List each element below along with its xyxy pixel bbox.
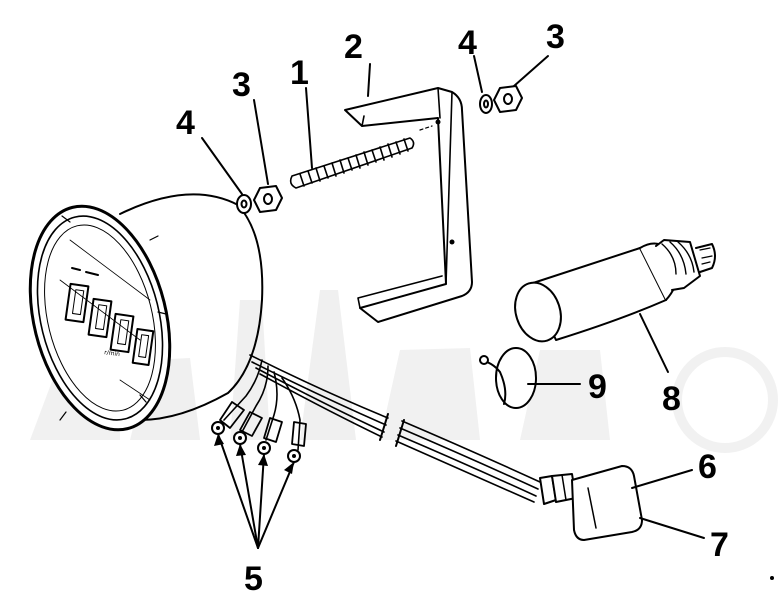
nut-right <box>493 85 523 113</box>
tachometer-gauge <box>28 193 264 432</box>
callout-9: 9 <box>588 368 607 406</box>
callout-7: 7 <box>710 526 729 564</box>
callout-5: 5 <box>244 560 263 598</box>
threaded-stud <box>289 125 433 189</box>
corner-mark <box>770 576 774 580</box>
terminal-leads <box>211 359 307 463</box>
callout-4-left: 4 <box>176 104 195 142</box>
callout-2: 2 <box>344 28 363 66</box>
washer-left <box>236 194 252 214</box>
gauge-face-label: r/min <box>104 349 121 358</box>
callout-6: 6 <box>698 448 717 486</box>
leader-lines <box>201 55 705 549</box>
connector-plug <box>539 465 643 541</box>
callout-8: 8 <box>662 380 681 418</box>
leader-arrowheads <box>214 434 294 474</box>
callout-3-right: 3 <box>546 18 565 56</box>
sender-unit <box>514 239 716 343</box>
washer-right <box>479 94 493 114</box>
wire-harness <box>249 354 541 503</box>
nut-left <box>253 185 283 213</box>
callout-3-left: 3 <box>232 66 251 104</box>
callout-1: 1 <box>290 54 309 92</box>
clamp-cap <box>479 347 537 409</box>
mounting-bracket <box>344 87 473 323</box>
callout-4-right: 4 <box>458 24 477 62</box>
